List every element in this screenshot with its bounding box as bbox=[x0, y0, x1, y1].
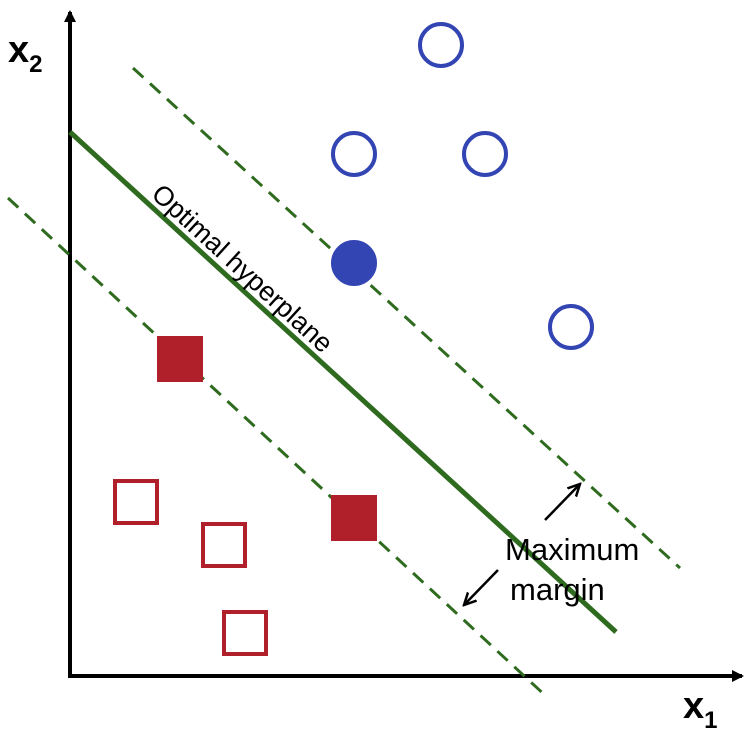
support-vector-square bbox=[331, 495, 377, 541]
margin-arrow-down bbox=[464, 569, 499, 605]
circle-point bbox=[548, 304, 594, 350]
y-axis-label-subscript: 2 bbox=[29, 51, 42, 78]
square-point bbox=[201, 522, 247, 568]
hyperplane-label: Optimal hyperplane bbox=[146, 178, 339, 358]
margin-arrow-up bbox=[544, 484, 580, 521]
lower-margin-line bbox=[6, 196, 550, 700]
square-point bbox=[222, 610, 268, 656]
square-point bbox=[113, 479, 159, 525]
margin-label-line2: margin bbox=[510, 572, 605, 607]
y-axis-label-base: x bbox=[8, 29, 29, 71]
margin-label-line1: Maximum bbox=[505, 532, 639, 567]
x-axis-label-base: x bbox=[683, 685, 704, 727]
x-axis-label: x1 bbox=[683, 685, 718, 734]
support-vector-circle bbox=[331, 240, 377, 286]
x-axis-label-subscript: 1 bbox=[704, 707, 717, 734]
circle-point bbox=[462, 131, 508, 177]
support-vector-square bbox=[157, 336, 203, 382]
y-axis-label: x2 bbox=[8, 29, 43, 78]
circle-point bbox=[418, 22, 464, 68]
optimal-hyperplane-line bbox=[68, 130, 618, 634]
circle-point bbox=[331, 131, 377, 177]
upper-margin-line bbox=[131, 66, 682, 570]
